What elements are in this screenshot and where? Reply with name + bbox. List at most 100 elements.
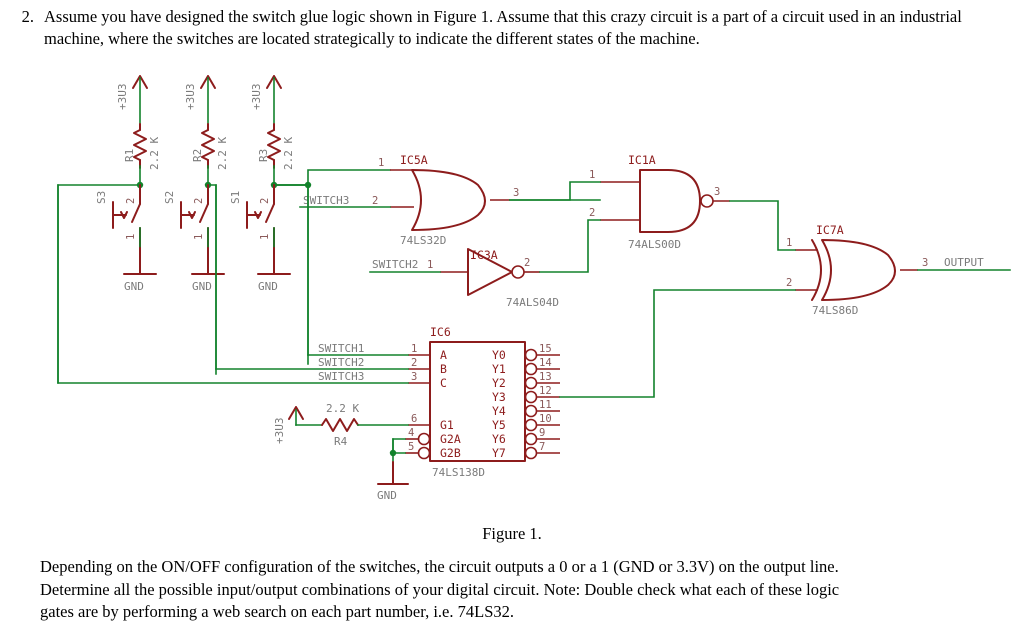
decoder-pin-a: 1 — [411, 343, 417, 355]
resistor-r3-value: 2.2 K — [282, 137, 295, 170]
switch-s3[interactable]: S3 2 1 — [95, 184, 141, 267]
switch-s3-pin-bottom: 1 — [125, 234, 137, 240]
problem-number: 2. — [21, 7, 34, 26]
net-label-switch3-or: SWITCH3 — [303, 194, 349, 207]
closing-line-1: Depending on the ON/OFF configuration of… — [40, 557, 839, 576]
gate-ic7a[interactable]: IC7A 1 2 3 74LS86D — [786, 223, 928, 317]
gate-ic1a-pin-in1: 1 — [589, 169, 595, 181]
resistor-r4-value: 2.2 K — [326, 402, 359, 415]
decoder-pin-b: 2 — [411, 357, 417, 369]
decoder-input-label-a: A — [440, 348, 447, 362]
closing-line-3: gates are by performing a web search on … — [40, 602, 514, 621]
decoder-pin-y2: 13 — [539, 371, 552, 383]
decoder-pin-y3: 12 — [539, 385, 552, 397]
decoder-output-label-y7: Y7 — [492, 446, 506, 460]
decoder-pin-g2b: 5 — [408, 441, 414, 453]
decoder-output-label-y3: Y3 — [492, 390, 506, 404]
switch-s2-ref: S2 — [163, 191, 176, 204]
net-label-switch1-dec: SWITCH1 — [318, 342, 364, 355]
closing-line-2: Determine all the possible input/output … — [40, 579, 840, 599]
switch-s1[interactable]: S1 2 1 — [229, 184, 275, 267]
power-rail-r3-label: +3U3 — [250, 84, 263, 111]
resistor-r2-value: 2.2 K — [216, 137, 229, 170]
decoder-pin-g1: 6 — [411, 413, 417, 425]
decoder-ic6-part: 74LS138D — [432, 466, 485, 479]
power-rail-r2-label: +3U3 — [184, 84, 197, 111]
switch-s1-pin-top: 2 — [259, 198, 271, 204]
decoder-pin-y0: 15 — [539, 343, 552, 355]
decoder-pin-y4: 11 — [539, 399, 552, 411]
decoder-input-label-c: C — [440, 376, 447, 390]
decoder-pin-c: 3 — [411, 371, 417, 383]
switch-s3-pin-top: 2 — [125, 198, 137, 204]
decoder-pin-g2a: 4 — [408, 427, 414, 439]
decoder-output-label-y1: Y1 — [492, 362, 506, 376]
wire-nand-to-xor — [729, 200, 796, 251]
resistor-r1-value: 2.2 K — [148, 137, 161, 170]
junction-g2 — [389, 449, 397, 457]
gate-ic5a-pin-out: 3 — [513, 187, 519, 199]
net-label-switch2-inv: SWITCH2 — [372, 258, 418, 271]
problem-statement-block: 2. Assume you have designed the switch g… — [0, 0, 1024, 50]
ground-s3: GND — [123, 247, 157, 293]
gate-ic1a[interactable]: IC1A 1 2 3 74ALS00D — [589, 153, 730, 251]
wire-switch1-to-or — [273, 169, 391, 186]
gate-ic3a-pin-out: 2 — [524, 257, 530, 269]
gate-ic7a-pin-in2: 2 — [786, 277, 792, 289]
decoder-pin-y6: 9 — [539, 427, 545, 439]
ground-ic6-label: GND — [377, 489, 397, 502]
ground-s2: GND — [191, 247, 225, 293]
wire-or-out-bend — [509, 181, 601, 201]
ground-s2-label: GND — [192, 280, 212, 293]
decoder-ic6[interactable]: IC6 74LS138D A B C G1 G2A G2B Y0 Y1 Y2 Y… — [405, 325, 560, 479]
switch-s1-ref: S1 — [229, 191, 242, 204]
gate-ic1a-pin-in2: 2 — [589, 207, 595, 219]
decoder-output-label-y5: Y5 — [492, 418, 506, 432]
net-label-switch2-dec: SWITCH2 — [318, 356, 364, 369]
gate-ic7a-part: 74LS86D — [812, 304, 858, 317]
net-label-switch3-dec: SWITCH3 — [318, 370, 364, 383]
ground-s3-label: GND — [124, 280, 144, 293]
power-rail-r2: +3U3 — [184, 75, 216, 125]
gate-ic1a-pin-out: 3 — [714, 186, 720, 198]
gate-ic5a-ref: IC5A — [400, 153, 428, 167]
decoder-input-label-g2a: G2A — [440, 432, 461, 446]
decoder-input-label-b: B — [440, 362, 447, 376]
power-rail-r3: +3U3 — [250, 75, 282, 125]
power-rail-r1-label: +3U3 — [116, 84, 129, 111]
figure-1-schematic: +3U3 +3U3 +3U3 R1 2.2 K R2 2.2 K R3 2.2 … — [0, 52, 1024, 522]
schematic-svg: +3U3 +3U3 +3U3 R1 2.2 K R2 2.2 K R3 2.2 … — [57, 75, 1011, 502]
wire-y3-to-xor — [559, 289, 796, 398]
decoder-pin-y7: 7 — [539, 441, 545, 453]
gate-ic5a-pin-in2: 2 — [372, 195, 378, 207]
gate-ic7a-pin-out: 3 — [922, 257, 928, 269]
switch-s2-pin-bottom: 1 — [193, 234, 205, 240]
gate-ic7a-pin-in1: 1 — [786, 237, 792, 249]
gate-ic7a-ref: IC7A — [816, 223, 844, 237]
resistor-r1-ref: R1 — [123, 149, 136, 162]
switch-s3-ref: S3 — [95, 191, 108, 204]
decoder-output-label-y4: Y4 — [492, 404, 506, 418]
switch-s1-pin-bottom: 1 — [259, 234, 271, 240]
power-rail-r4: +3U3 — [273, 406, 304, 444]
net-label-output: OUTPUT — [944, 256, 984, 269]
resistor-r2: R2 2.2 K — [191, 123, 229, 186]
ground-s1-label: GND — [258, 280, 278, 293]
ground-s1: GND — [257, 247, 291, 293]
decoder-input-label-g2b: G2B — [440, 446, 461, 460]
resistor-r2-ref: R2 — [191, 149, 204, 162]
resistor-r4-ref: R4 — [334, 435, 348, 448]
switch-s2[interactable]: S2 2 1 — [163, 184, 209, 267]
gate-ic5a-pin-in1: 1 — [378, 157, 384, 169]
resistor-r3: R3 2.2 K — [257, 123, 295, 186]
gate-ic3a[interactable]: IC3A 1 2 74ALS04D — [427, 248, 559, 309]
gate-ic1a-ref: IC1A — [628, 153, 656, 167]
decoder-pin-y1: 14 — [539, 357, 552, 369]
power-rail-r1: +3U3 — [116, 75, 148, 125]
decoder-output-label-y2: Y2 — [492, 376, 506, 390]
decoder-output-label-y0: Y0 — [492, 348, 506, 362]
gate-ic5a[interactable]: IC5A 1 2 3 74LS32D — [372, 153, 519, 247]
gate-ic5a-part: 74LS32D — [400, 234, 446, 247]
ground-ic6: GND — [377, 461, 409, 502]
gate-ic3a-pin-in1: 1 — [427, 259, 433, 271]
